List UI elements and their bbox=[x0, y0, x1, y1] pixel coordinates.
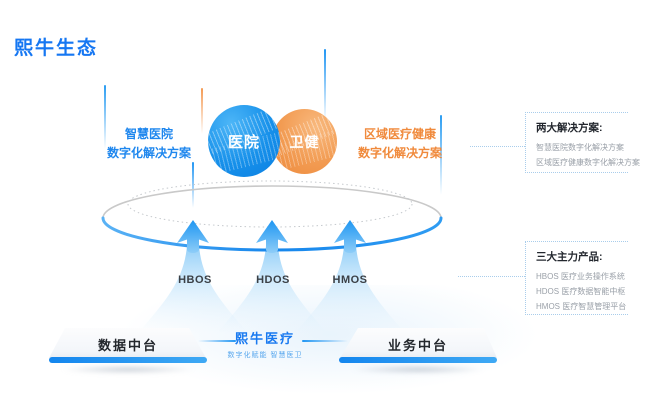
brand-block: 熙牛医疗 数字化赋能 智慧医卫 bbox=[205, 328, 325, 360]
products-panel-item: HDOS 医疗数据智能中枢 bbox=[536, 287, 626, 296]
platform-shadow bbox=[350, 365, 486, 374]
arrow-label-hdos: HDOS bbox=[256, 274, 290, 286]
caption-line: 区域医疗健康 bbox=[363, 127, 436, 141]
accent-line-blue-top bbox=[324, 49, 326, 117]
brand-connector-right bbox=[302, 340, 348, 342]
accent-line-orange bbox=[201, 88, 203, 134]
solutions-panel-title: 两大解决方案: bbox=[536, 122, 603, 134]
data-platform: 数据中台 bbox=[48, 324, 209, 374]
platform-face bbox=[340, 328, 497, 358]
products-panel: 三大主力产品: HBOS 医疗业务操作系统 HDOS 医疗数据智能中枢 HMOS… bbox=[525, 241, 628, 315]
products-panel-title: 三大主力产品: bbox=[536, 251, 603, 263]
hospital-circle: 医院 bbox=[208, 105, 280, 177]
solutions-panel-item: 区域医疗健康数字化解决方案 bbox=[536, 158, 640, 167]
orbit-and-arrows-graphic bbox=[101, 180, 443, 334]
platform-shadow bbox=[60, 365, 196, 374]
arrow-flares bbox=[137, 246, 406, 334]
health-circle-label: 卫健 bbox=[289, 133, 320, 150]
panel1-connector-line bbox=[470, 146, 525, 147]
hospital-circle-label: 医院 bbox=[227, 133, 260, 151]
orbit-ellipse-dotted bbox=[127, 180, 413, 228]
smart-hospital-caption: 智慧医院 数字化解决方案 bbox=[96, 125, 202, 163]
caption-line: 数字化解决方案 bbox=[106, 146, 191, 160]
platform-edge-bar bbox=[339, 357, 497, 363]
page-title: 熙牛生态 bbox=[14, 38, 99, 59]
brand-connector-left bbox=[198, 340, 236, 342]
caption-line: 数字化解决方案 bbox=[357, 146, 442, 160]
brand-tagline: 数字化赋能 智慧医卫 bbox=[227, 352, 303, 359]
solutions-panel: 两大解决方案: 智慧医院数字化解决方案 区域医疗健康数字化解决方案 bbox=[525, 112, 640, 173]
products-panel-item: HBOS 医疗业务操作系统 bbox=[536, 272, 625, 281]
accent-line-blue-left bbox=[104, 85, 106, 149]
data-platform-label: 数据中台 bbox=[97, 338, 158, 353]
business-platform: 业务中台 bbox=[338, 324, 499, 374]
solutions-panel-item: 智慧医院数字化解决方案 bbox=[536, 143, 624, 152]
regional-health-caption: 区域医疗健康 数字化解决方案 bbox=[350, 125, 450, 163]
platform-face bbox=[49, 328, 206, 358]
platform-edge-bar bbox=[49, 357, 207, 363]
arrow-heads bbox=[177, 220, 366, 253]
brand-name: 熙牛医疗 bbox=[234, 331, 295, 346]
accent-line-blue-lower bbox=[192, 162, 194, 208]
accent-line-blue-right bbox=[440, 115, 442, 195]
arrow-label-hbos: HBOS bbox=[178, 274, 212, 286]
business-platform-label: 业务中台 bbox=[387, 338, 448, 353]
caption-line: 智慧医院 bbox=[124, 127, 173, 141]
panel2-connector-line bbox=[458, 276, 525, 277]
health-circle: 卫健 bbox=[272, 109, 337, 174]
arrow-label-hmos: HMOS bbox=[332, 274, 368, 286]
products-panel-item: HMOS 医疗智慧管理平台 bbox=[536, 302, 627, 311]
